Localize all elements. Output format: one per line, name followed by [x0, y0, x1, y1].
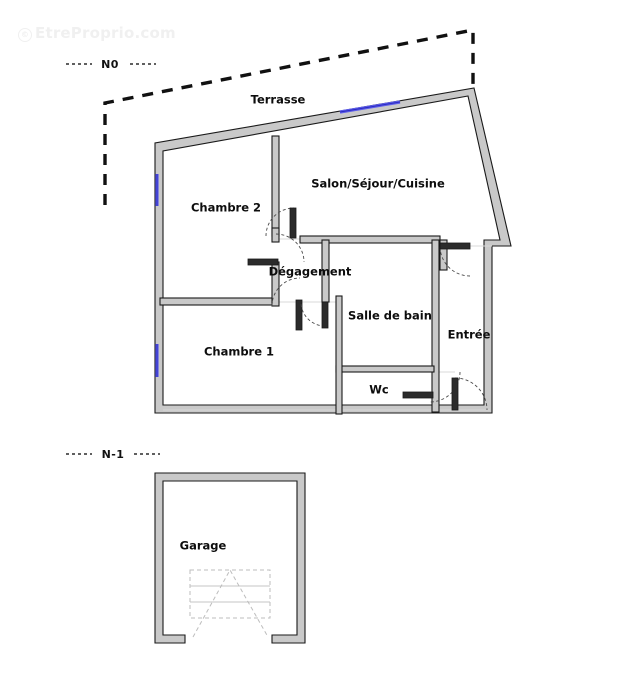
room-label-wc: Wc [369, 383, 389, 397]
wall-wc-left [335, 295, 343, 415]
ground-floor-outer-walls [154, 87, 512, 414]
room-label-salon: Salon/Séjour/Cuisine [311, 177, 445, 191]
garage-door-symbol-outline [189, 569, 271, 619]
watermark-text: EtreProprio.com [35, 24, 176, 42]
windows-group [155, 100, 401, 377]
room-label-degagement: Dégagement [269, 265, 352, 279]
door-degagement-left-leaf [247, 258, 279, 266]
wall-entree-stub [439, 239, 448, 271]
room-label-garage: Garage [180, 539, 227, 553]
door-degagement-left-arc [275, 233, 305, 263]
wall-wc-top [335, 365, 435, 373]
wall-chambre2-bottom [271, 227, 280, 243]
room-labels-basement-floor: Garage [180, 539, 227, 553]
door-entree-top-leaf [439, 242, 471, 250]
garage-door-swing-symbol [192, 568, 269, 638]
interior-walls-group [159, 135, 448, 415]
door-wc-leaf [402, 391, 434, 399]
room-label-entree: Entrée [448, 328, 491, 342]
wall-chambre2-salon [271, 135, 280, 237]
door-entree-top-arc [439, 245, 471, 277]
door-front-leaf [451, 377, 459, 411]
room-label-terrasse: Terrasse [251, 93, 306, 107]
wall-salledebain-right [431, 239, 440, 413]
level-label-text-n-1: N-1 [102, 448, 125, 461]
room-label-salle-de-bain: Salle de bain [348, 309, 432, 323]
door-wc-arc [429, 371, 461, 403]
copyright-icon: © [18, 28, 32, 42]
wall-chambre1-top [159, 297, 276, 306]
door-chambre1-arc [271, 277, 301, 307]
wall-degagement-top [299, 235, 441, 244]
garage-floor-plan [154, 472, 306, 644]
room-label-chambre-2: Chambre 2 [191, 201, 261, 215]
door-front-arc [454, 377, 488, 411]
door-salledebain-arc [300, 301, 326, 327]
door-salledebain-leaf [321, 301, 329, 329]
terrace-boundary-outline [103, 27, 475, 205]
door-chambre1-leaf [295, 299, 303, 331]
level-label-n-1: N-1 [66, 448, 160, 461]
room-label-chambre-1: Chambre 1 [204, 345, 274, 359]
watermark: ©EtreProprio.com [18, 24, 176, 42]
doors-group [247, 207, 488, 411]
garage-outer-wall [154, 472, 306, 644]
door-chambre2-leaf [289, 207, 297, 239]
window-terrasse-top-center [339, 101, 401, 113]
level-label-text-n0: N0 [101, 58, 119, 71]
level-label-n0: N0 [66, 58, 156, 71]
outer-wall-band [154, 87, 512, 414]
